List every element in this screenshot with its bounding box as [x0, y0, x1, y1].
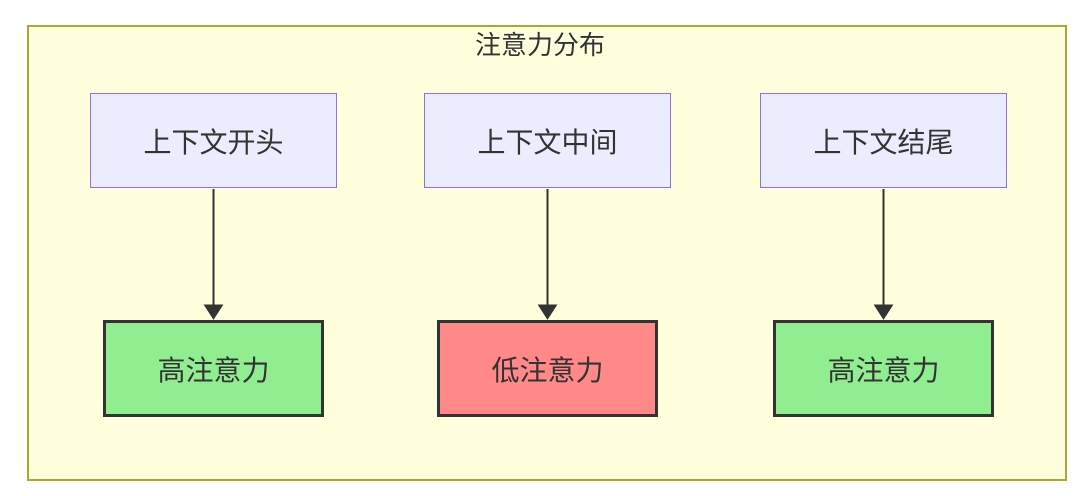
node-label: 高注意力 — [157, 354, 270, 386]
node-context-start: 上下文开头 — [90, 93, 337, 188]
node-label: 上下文中间 — [477, 126, 618, 158]
node-context-end: 上下文结尾 — [760, 93, 1007, 188]
node-context-middle: 上下文中间 — [424, 93, 671, 188]
node-high-attention-end: 高注意力 — [773, 320, 994, 417]
node-label: 上下文结尾 — [813, 126, 954, 158]
node-label: 低注意力 — [491, 354, 604, 386]
cluster-title: 注意力分布 — [474, 30, 605, 60]
node-high-attention-start: 高注意力 — [103, 320, 324, 417]
node-label: 上下文开头 — [143, 126, 284, 158]
node-low-attention-middle: 低注意力 — [437, 320, 658, 417]
node-label: 高注意力 — [827, 354, 940, 386]
